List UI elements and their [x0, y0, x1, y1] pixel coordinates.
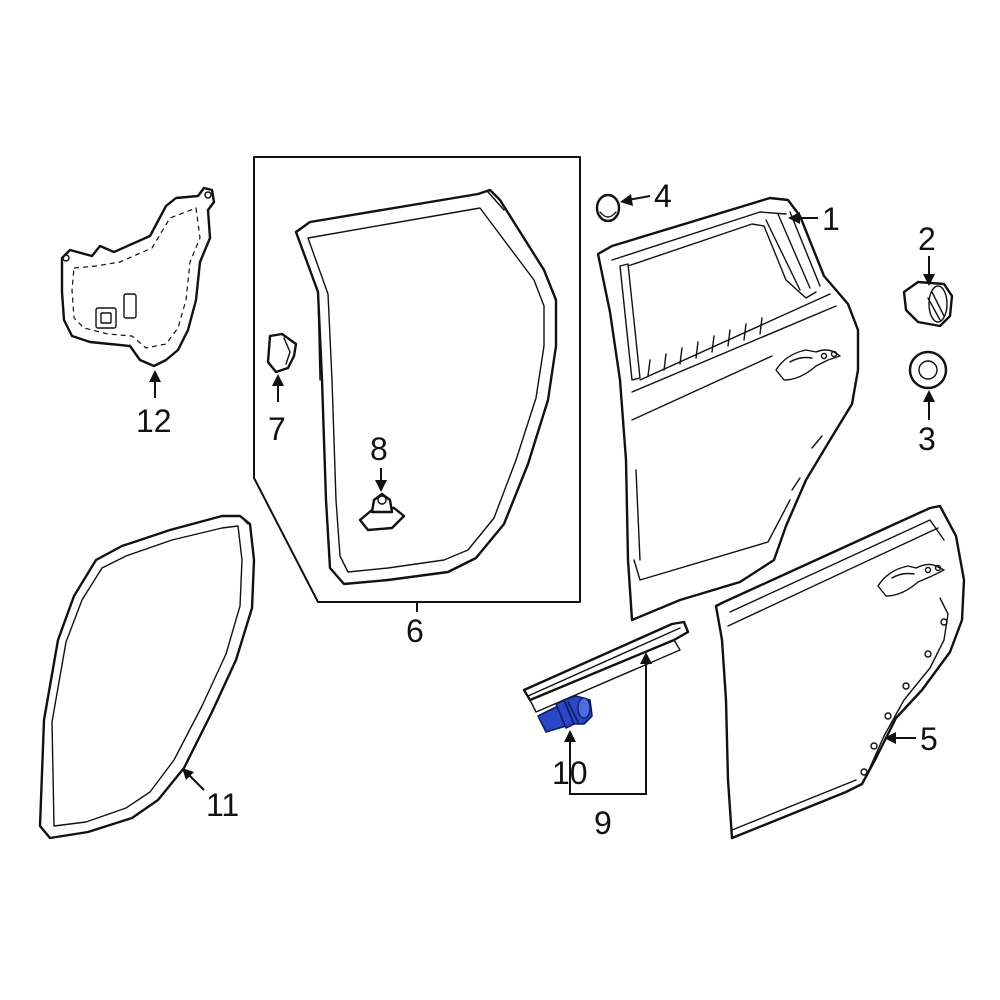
- callout-10: 10: [552, 755, 588, 791]
- callout-1: 1: [822, 201, 840, 237]
- callout-9: 9: [594, 805, 612, 841]
- part-1-door-shell[interactable]: [596, 196, 860, 622]
- part-7-clip[interactable]: [266, 332, 298, 374]
- part-2-bumper[interactable]: [902, 280, 954, 328]
- part-5-outer-panel[interactable]: [714, 504, 966, 840]
- callout-4: 4: [654, 178, 672, 214]
- callout-7: 7: [268, 411, 286, 447]
- callout-11: 11: [206, 787, 239, 823]
- callout-5: 5: [920, 721, 938, 757]
- part-4-plug[interactable]: [595, 193, 621, 223]
- part-6-door-weatherstrip[interactable]: [294, 188, 558, 586]
- part-8-retainer[interactable]: [358, 492, 406, 532]
- callout-6: 6: [406, 613, 424, 649]
- part-3-grommet[interactable]: [908, 350, 948, 390]
- callout-12: 12: [136, 403, 172, 439]
- part-11-body-weatherstrip[interactable]: [38, 514, 256, 840]
- part-9-belt-molding[interactable]: [522, 620, 690, 713]
- group-6-outline: [253, 156, 581, 603]
- part-10-clip-highlighted[interactable]: [537, 695, 593, 733]
- leader-lines: [149, 194, 935, 795]
- callout-3: 3: [918, 421, 936, 457]
- part-12-water-shield[interactable]: [60, 186, 216, 368]
- callout-8: 8: [370, 431, 388, 467]
- callout-2: 2: [918, 221, 936, 257]
